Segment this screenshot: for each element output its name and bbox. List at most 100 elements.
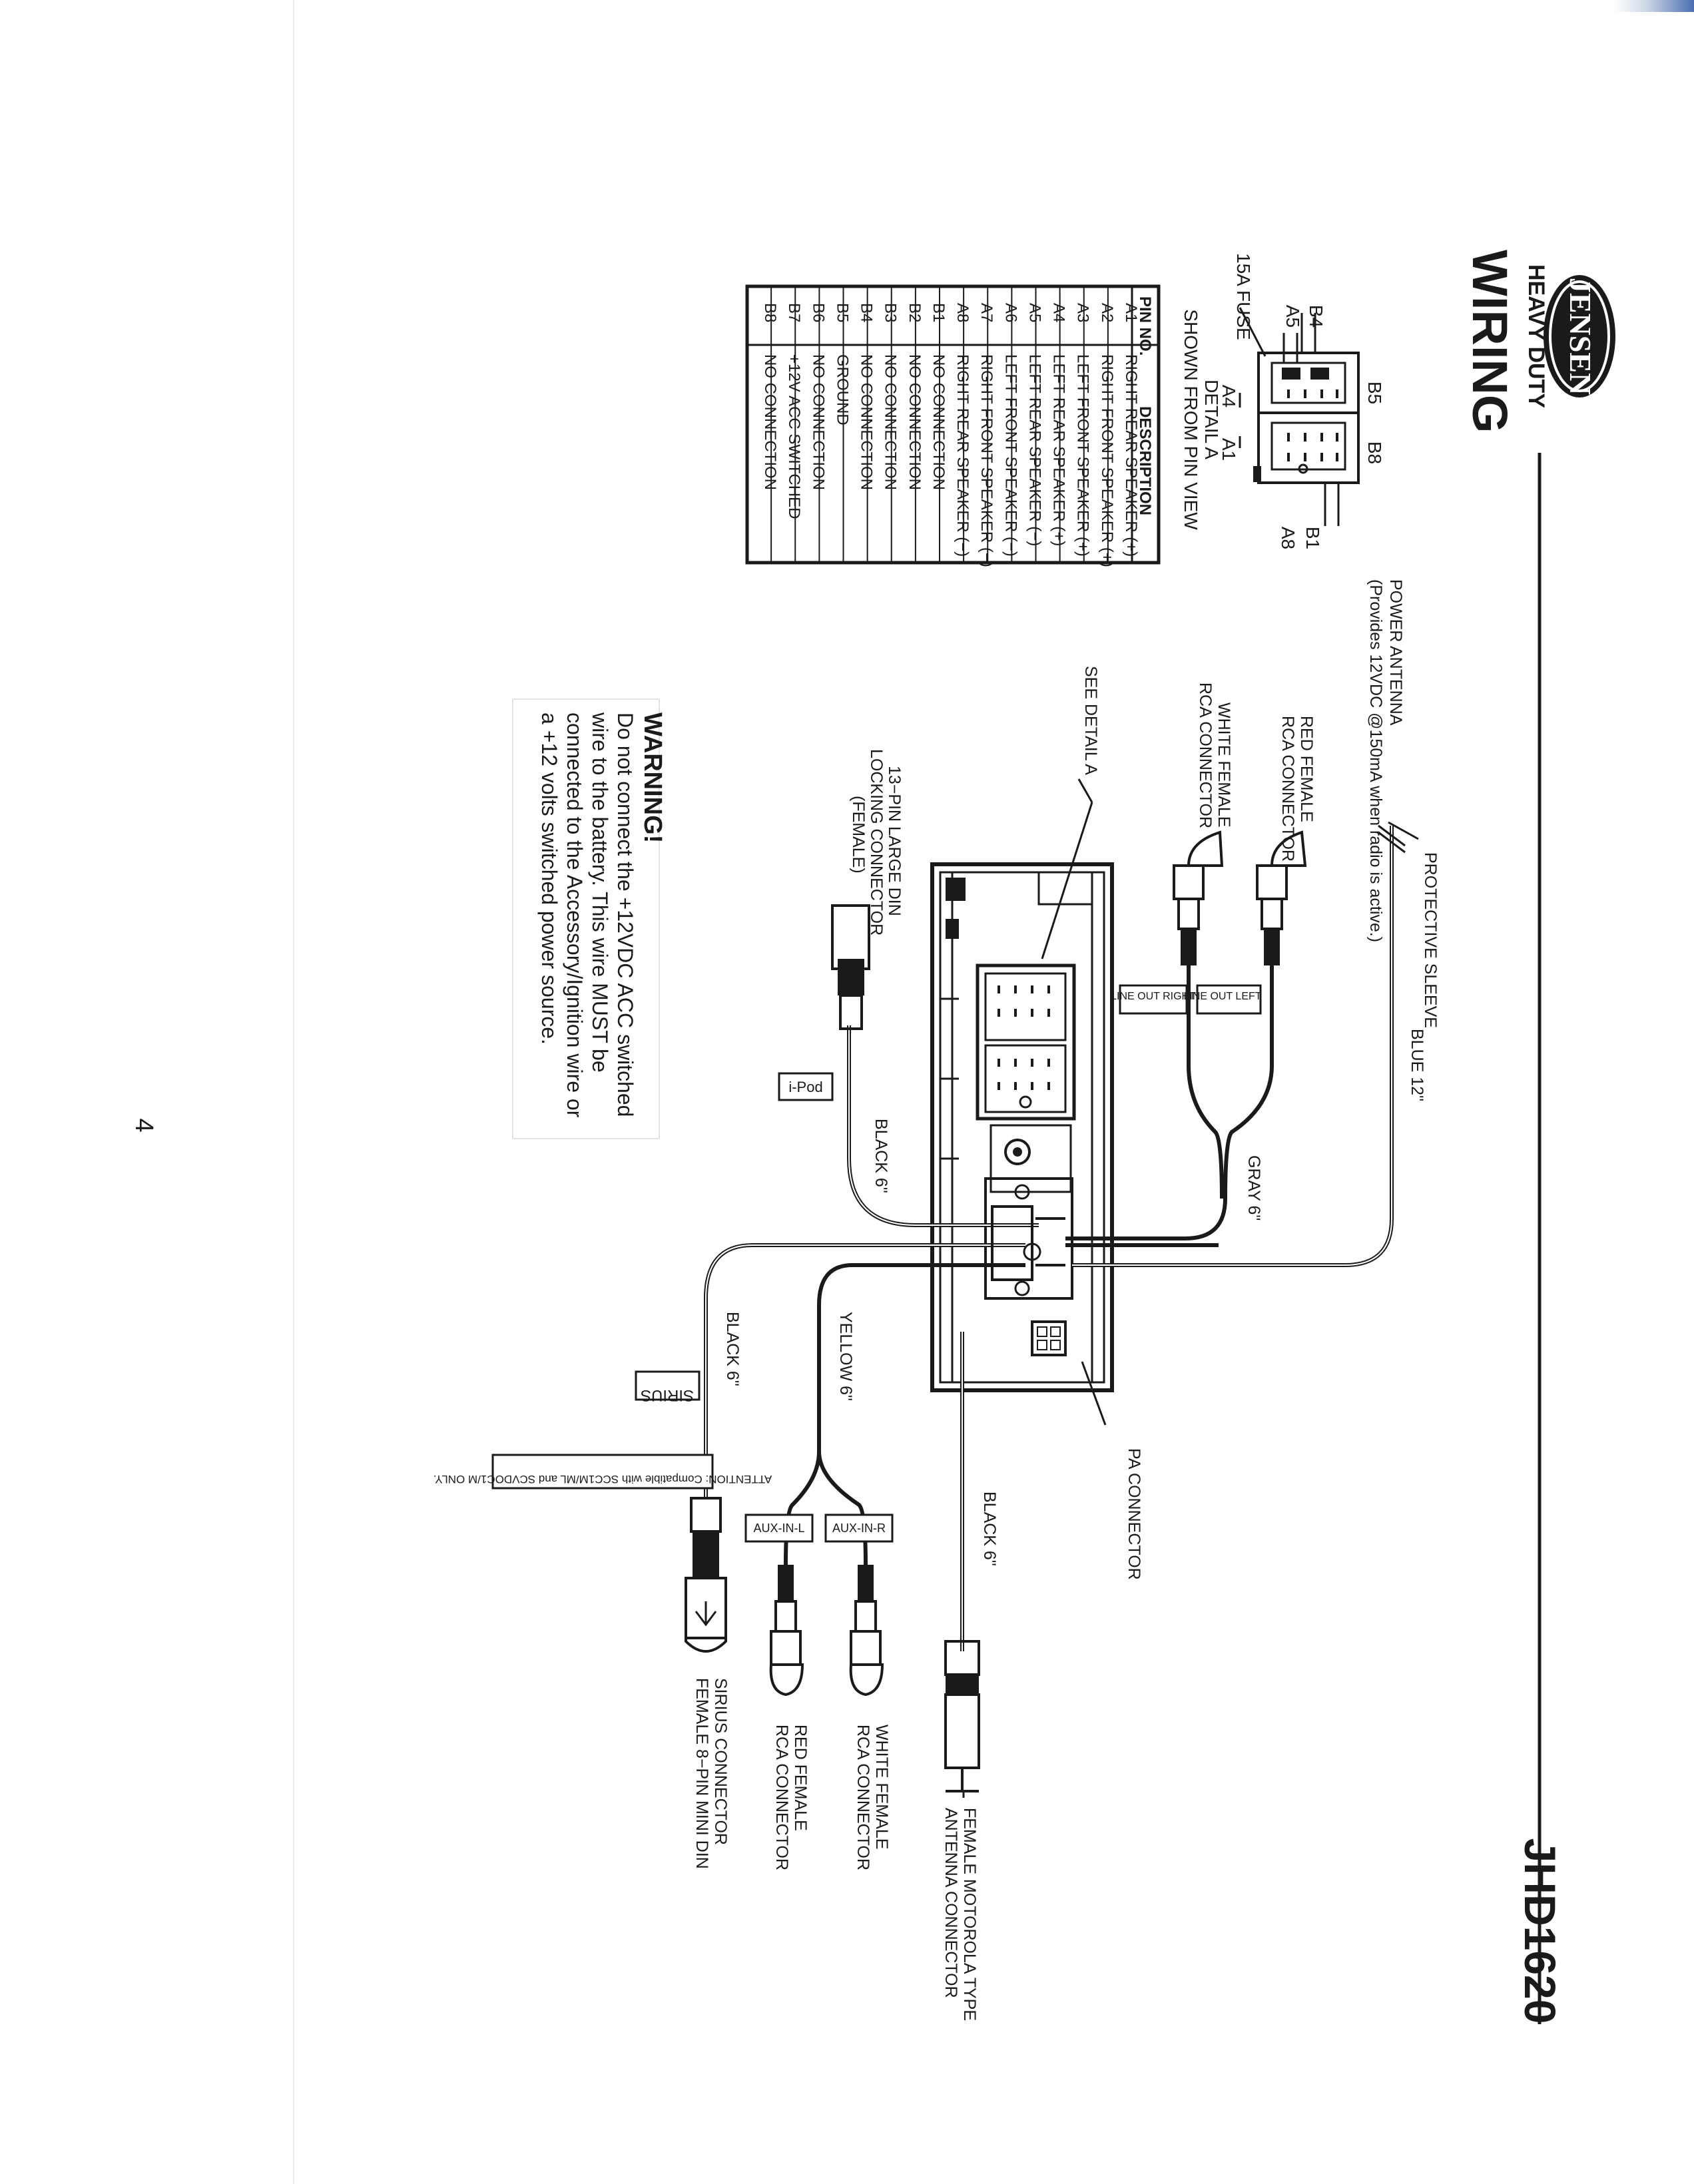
din-connector: [778, 904, 870, 1101]
pin-label-b4: B4: [1306, 305, 1326, 328]
aux-l-label: AUX-IN-L: [753, 1521, 804, 1535]
gray-wire-label: GRAY 6": [1245, 1155, 1263, 1221]
warning-block: [512, 698, 660, 1139]
white-rca-top-label-1: WHITE FEMALE: [1215, 702, 1233, 828]
sirius-connector-label-1: SIRIUS CONNECTOR: [711, 1678, 730, 1845]
warning-line-3: connected to the Accessory/Ignition wire…: [563, 712, 587, 1118]
table-cell-pin: A1: [1122, 303, 1140, 322]
table-cell-description: LEFT REAR SPEAKER (−): [1025, 354, 1043, 546]
rca-connector-red-bottom: [769, 1565, 804, 1697]
table-cell-description: RIGHT REAR SPEAKER (−): [954, 354, 972, 557]
table-cell-description: LEFT FRONT SPEAKER (+): [1074, 354, 1092, 557]
motorola-label-1: FEMALE MOTOROLA TYPE: [960, 1808, 979, 2021]
head-unit-body: [930, 862, 1114, 1392]
pin-label-a4: A4: [1219, 385, 1239, 408]
table-cell-description: RIGHT FRONT SPEAKER (+): [1098, 354, 1116, 567]
detail-subtitle: SHOWN FROM PIN VIEW: [1181, 309, 1201, 530]
white-rca-top-label-2: RCA CONNECTOR: [1196, 682, 1215, 828]
page-title: WIRING: [1462, 250, 1518, 433]
din-label-3: (FEMALE): [849, 796, 868, 874]
rca-connector-white-top: [1173, 830, 1224, 965]
warning-line-2: wire to the battery. This wire MUST be: [588, 712, 612, 1073]
table-cell-pin: B2: [906, 303, 924, 322]
table-cell-description: NO CONNECTION: [906, 354, 924, 490]
warning-title: WARNING!: [639, 712, 667, 843]
red-rca-top-label-2: RCA CONNECTOR: [1278, 716, 1297, 862]
line-out-label-boxes: [1119, 984, 1262, 1015]
din-label-1: 13−PIN LARGE DIN: [885, 766, 904, 916]
table-cell-description: NO CONNECTION: [761, 354, 779, 490]
table-header-pin: PIN NO.: [1136, 296, 1154, 356]
pin-label-a1: A1: [1219, 438, 1239, 461]
table-cell-description: LEFT FRONT SPEAKER (−): [1001, 354, 1019, 557]
table-cell-pin: B8: [761, 303, 779, 322]
page-edge: [293, 0, 294, 2184]
leader-lines: [962, 778, 1419, 1798]
din-label-2: LOCKING CONNECTOR: [867, 749, 886, 936]
aux-label-boxes: [744, 1513, 894, 1543]
red-rca-top-label-1: RED FEMALE: [1297, 716, 1316, 822]
table-cell-pin: A4: [1050, 303, 1068, 322]
ipod-label: i-Pod: [788, 1079, 822, 1095]
protective-sleeve-label: PROTECTIVE SLEEVE: [1421, 852, 1440, 1028]
black-antenna-label: BLACK 6": [980, 1492, 999, 1566]
table-cell-description: NO CONNECTION: [930, 354, 948, 490]
table-cell-pin: B7: [785, 303, 803, 322]
detail-title: DETAIL A: [1201, 380, 1222, 459]
sirius-mini-din: [491, 1370, 727, 1653]
page-number: 4: [130, 1118, 158, 1132]
pa-connector-label: PA CONNECTOR: [1125, 1448, 1143, 1580]
red-rca-bottom-label-2: RCA CONNECTOR: [772, 1725, 791, 1870]
table-cell-description: LEFT REAR SPEAKER (+): [1050, 354, 1068, 546]
table-cell-pin: A8: [954, 303, 972, 322]
aux-r-label: AUX-IN-R: [832, 1521, 886, 1535]
table-cell-pin: A3: [1074, 303, 1092, 322]
table-cell-pin: B3: [882, 303, 900, 322]
pa-connector-block: [1031, 1320, 1067, 1356]
table-cell-description: NO CONNECTION: [882, 354, 900, 490]
table-cell-description: GROUND: [833, 354, 851, 425]
table-cell-pin: B6: [809, 303, 827, 322]
sirius-label: SIRIUS: [641, 1386, 694, 1404]
black-sirius-label: BLACK 6": [723, 1312, 742, 1386]
pin-label-b8: B8: [1364, 441, 1385, 464]
white-rca-bottom-label-1: WHITE FEMALE: [872, 1725, 891, 1850]
logo-text: JENSEN: [1563, 278, 1597, 395]
table-cell-pin: B4: [858, 303, 876, 322]
see-detail-label: SEE DETAIL A: [1081, 666, 1100, 775]
table-header-description: DESCRIPTION: [1136, 406, 1154, 515]
antenna-jack: [989, 1124, 1072, 1193]
sirius-connector-label-2: FEMALE 8−PIN MINI DIN: [693, 1678, 711, 1869]
pin-label-a8: A8: [1278, 527, 1298, 549]
yellow-wire-label: YELLOW 6": [836, 1312, 855, 1401]
detail-a-connector: [1239, 307, 1360, 526]
white-rca-bottom-label-2: RCA CONNECTOR: [854, 1725, 872, 1870]
table-cell-pin: B5: [833, 303, 851, 322]
power-antenna-label: POWER ANTENNA: [1386, 579, 1405, 726]
fuse-label: 15A FUSE: [1233, 253, 1254, 340]
warning-line-1: Do not connect the +12VDC ACC switched: [613, 712, 637, 1117]
attention-label: ATTENTION: Compatible with SCC1M/ML and …: [433, 1473, 772, 1486]
table-cell-description: +12V ACC SWITCHED: [785, 354, 803, 519]
rca-connector-red-top: [1256, 830, 1307, 965]
line-out-left-label: LINE OUT LEFT: [1183, 991, 1261, 1002]
rca-connector-white-bottom: [849, 1565, 884, 1697]
pin-label-a5: A5: [1282, 305, 1303, 328]
jensen-logo: JENSEN: [1544, 275, 1615, 398]
table-cell-pin: A2: [1098, 303, 1116, 322]
logo-subtext: HEAVY DUTY: [1524, 264, 1549, 408]
motorola-label-2: ANTENNA CONNECTOR: [942, 1808, 960, 1998]
table-cell-pin: B1: [930, 303, 948, 322]
red-rca-bottom-label-1: RED FEMALE: [791, 1725, 810, 1831]
table-cell-description: RIGHT REAR SPEAKER (+): [1122, 354, 1140, 557]
wires: [704, 824, 1406, 1651]
power-antenna-note: (Provides 12VDC @150mA when radio is act…: [1366, 579, 1385, 942]
table-cell-pin: A6: [1001, 303, 1019, 322]
table-cell-description: NO CONNECTION: [858, 354, 876, 490]
line-out-right-label: LINE OUT RIGHT: [1111, 991, 1196, 1002]
motorola-antenna-connector: [944, 1640, 980, 1792]
model-number: JHD1620: [1516, 1838, 1565, 2024]
table-cell-pin: A7: [978, 303, 995, 322]
blue-wire-label: BLUE 12": [1408, 1029, 1426, 1101]
